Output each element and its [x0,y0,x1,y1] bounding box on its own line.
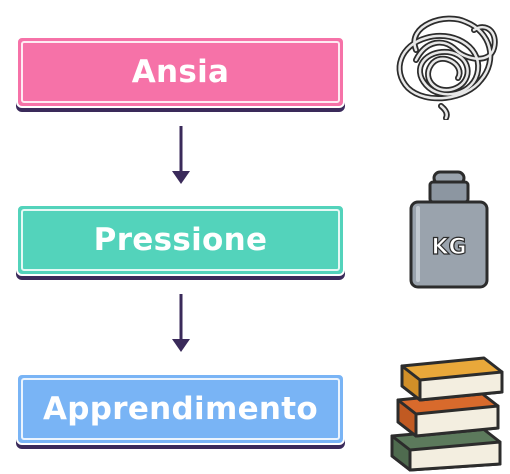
step-box-ansia: Ansia [16,36,345,108]
step-label-apprendimento: Apprendimento [43,391,318,427]
box-inner-border [21,378,340,440]
down-arrow-2 [172,294,190,352]
step-label-pressione: Pressione [93,222,268,258]
kg-weight-icon: KG [409,170,489,289]
box-inner-border [21,209,340,271]
step-label-ansia: Ansia [131,54,230,90]
weight-kg-label: KG [431,235,466,260]
box-inner-border [21,41,340,103]
step-box-pressione: Pressione [16,204,345,276]
down-arrow-1 [172,126,190,184]
tangled-scribble-icon [396,15,498,120]
step-box-apprendimento: Apprendimento [16,373,345,445]
stacked-books-icon [390,356,504,472]
